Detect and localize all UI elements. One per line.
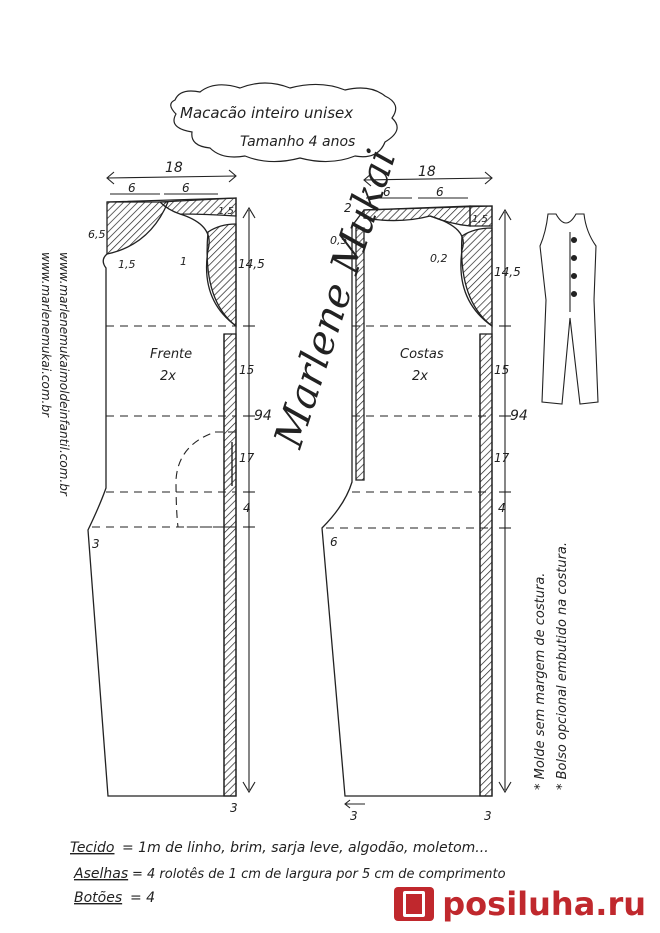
- back-edge-strip: [479, 333, 493, 797]
- back-hem-right: 3: [484, 809, 492, 823]
- buttons-label: Botões: [74, 890, 122, 906]
- buttons-value: = 4: [130, 890, 155, 906]
- note-pocket: * Bolso opcional embutido na costura.: [555, 542, 570, 790]
- materials-list: Tecido = 1m de linho, brim, sarja leve, …: [70, 840, 506, 906]
- front-measure-seg2: 15: [239, 363, 254, 377]
- jumpsuit-sketch: [539, 213, 599, 405]
- front-shoulder-left: 6: [128, 181, 136, 195]
- back-outline: [321, 205, 493, 797]
- back-dimensions: [344, 171, 512, 809]
- fabric-value: = 1m de linho, brim, sarja leve, algodão…: [122, 840, 489, 856]
- back-shoulder-right: 6: [436, 185, 444, 199]
- fabric-label: Tecido: [70, 840, 114, 856]
- watermark-text: posiluha.ru: [442, 885, 646, 923]
- front-shoulder-drop: 1,5: [218, 206, 234, 217]
- front-count: 2x: [160, 369, 176, 384]
- back-armhole-offset: 0,2: [430, 252, 448, 265]
- back-piece: [321, 205, 493, 797]
- front-left-drop: 6,5: [88, 228, 106, 241]
- back-measure-seg3: 17: [494, 451, 510, 465]
- back-measure-total: 94: [510, 408, 528, 424]
- front-piece: [87, 197, 237, 797]
- front-neck-facing: [106, 201, 169, 255]
- front-outline: [87, 197, 237, 797]
- back-neck-offset: 0,5: [330, 234, 348, 247]
- front-measure-seg1: 14,5: [238, 257, 265, 271]
- front-label: Frente: [150, 347, 192, 362]
- note-seam-allowance: * Molde sem margem de costura.: [533, 573, 548, 790]
- title-line2: Tamanho 4 anos: [240, 134, 355, 150]
- back-measure-seg2: 15: [494, 363, 509, 377]
- back-shoulder-drop: 1,5: [472, 214, 488, 225]
- front-hem-allowance: 3: [230, 801, 238, 815]
- title-line1: Macacão inteiro unisex: [180, 104, 353, 122]
- front-measure-total: 94: [254, 408, 272, 424]
- front-measure-seg3: 17: [239, 451, 255, 465]
- front-neck-offset: 1,5: [118, 258, 136, 271]
- back-neck-drop: 2: [344, 201, 352, 215]
- front-guides: [92, 325, 236, 528]
- back-hem-left: 3: [350, 809, 358, 823]
- watermark-logo-icon: [394, 887, 435, 921]
- back-width: 18: [418, 164, 436, 180]
- loops-label: Aselhas: [73, 866, 128, 882]
- watermark: posiluha.ru: [394, 885, 646, 923]
- front-dimensions: [106, 169, 256, 794]
- front-shoulder-right: 6: [182, 181, 190, 195]
- back-guides: [326, 325, 492, 529]
- back-left-strip: [355, 227, 365, 481]
- loops-value: = 4 rolotês de 1 cm de largura por 5 cm …: [132, 867, 506, 882]
- front-measure-seg4: 4: [243, 501, 251, 515]
- back-measure-seg4: 4: [498, 501, 506, 515]
- back-measure-seg1: 14,5: [494, 265, 521, 279]
- front-crotch-ext: 3: [92, 537, 100, 551]
- back-crotch-ext: 6: [330, 535, 338, 549]
- website-line1: www.marlenemukaimoldeinfantil.com.br: [57, 252, 71, 497]
- front-width: 18: [165, 160, 183, 176]
- front-armhole-facing: [206, 223, 237, 328]
- back-label: Costas: [400, 347, 444, 362]
- front-armhole-offset: 1: [180, 255, 187, 268]
- back-shoulder-left: 6: [383, 185, 391, 199]
- front-edge-strip: [223, 333, 237, 797]
- back-count: 2x: [412, 369, 428, 384]
- title-cloud: Macacão inteiro unisex Tamanho 4 anos: [170, 82, 398, 163]
- website-line2: www.marlenemukai.com.br: [39, 252, 53, 418]
